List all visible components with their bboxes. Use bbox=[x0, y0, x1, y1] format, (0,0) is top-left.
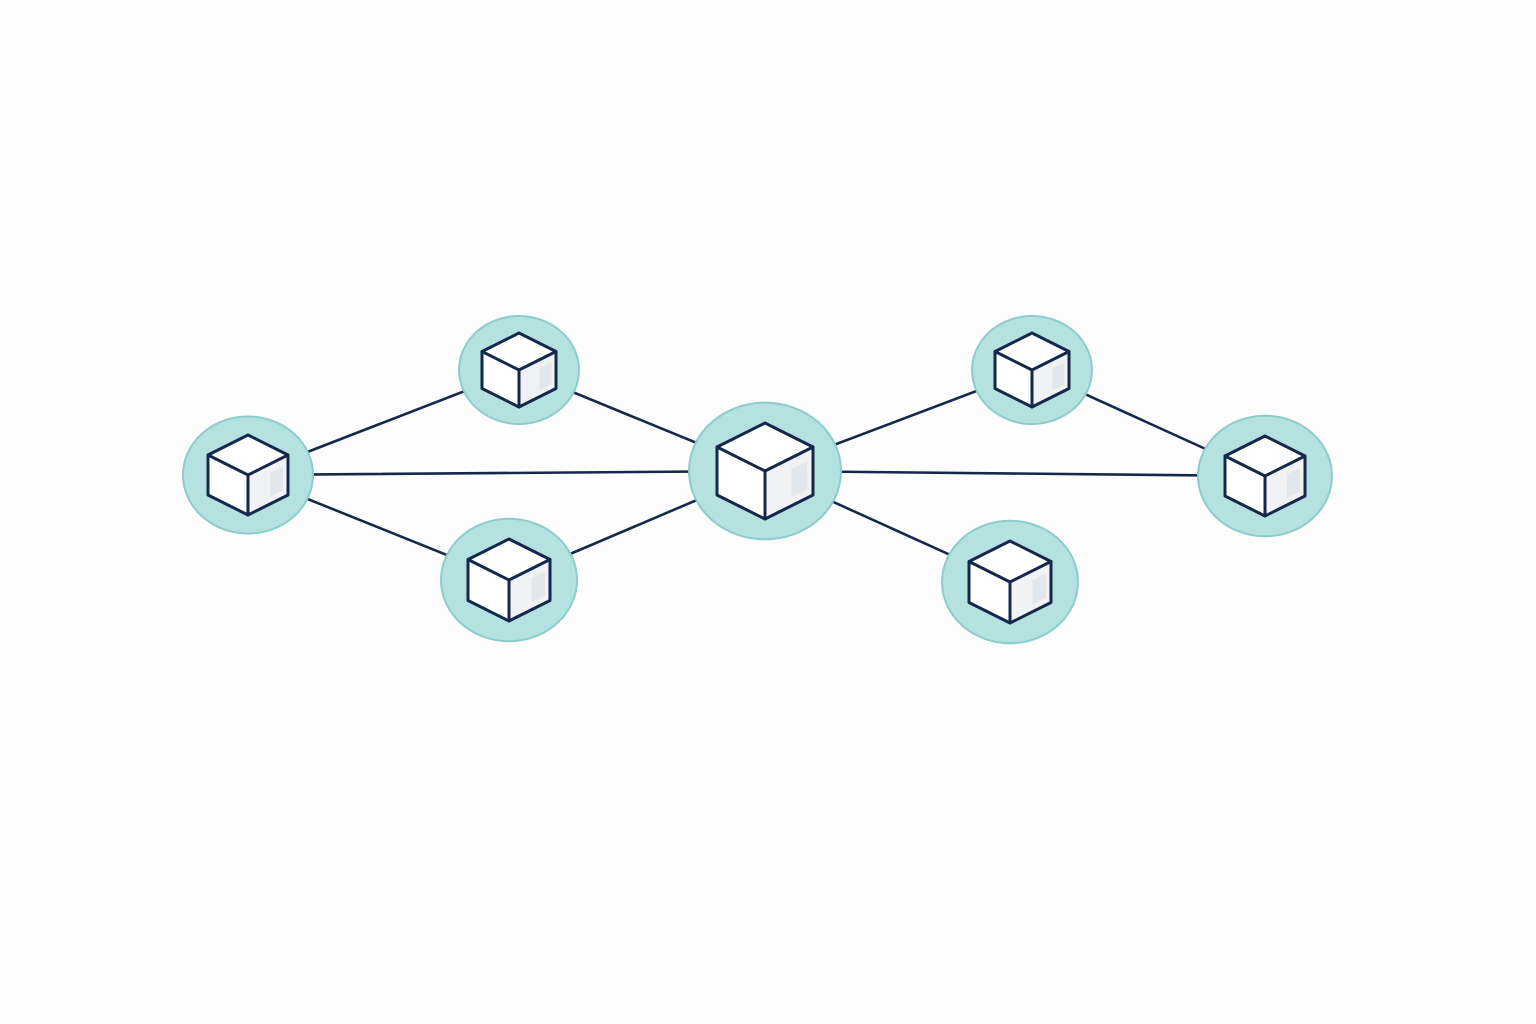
cube-icon bbox=[993, 331, 1071, 409]
nodes-layer bbox=[182, 315, 1333, 645]
edge-hub-to-far-right bbox=[763, 469, 1267, 478]
cube-icon bbox=[466, 537, 552, 623]
node-lower-right bbox=[941, 519, 1079, 645]
cube-icon bbox=[1223, 434, 1307, 518]
cube-icon bbox=[967, 539, 1053, 625]
node-lower-left bbox=[440, 517, 578, 643]
edge-far-left-to-hub bbox=[246, 469, 767, 477]
node-far-right bbox=[1197, 414, 1333, 538]
cube-icon bbox=[715, 421, 815, 521]
node-upper-right bbox=[971, 315, 1093, 425]
node-upper-left bbox=[458, 315, 580, 425]
cube-icon bbox=[480, 331, 558, 409]
node-far-left bbox=[182, 415, 314, 535]
node-hub bbox=[688, 401, 842, 541]
cube-icon bbox=[206, 433, 290, 517]
